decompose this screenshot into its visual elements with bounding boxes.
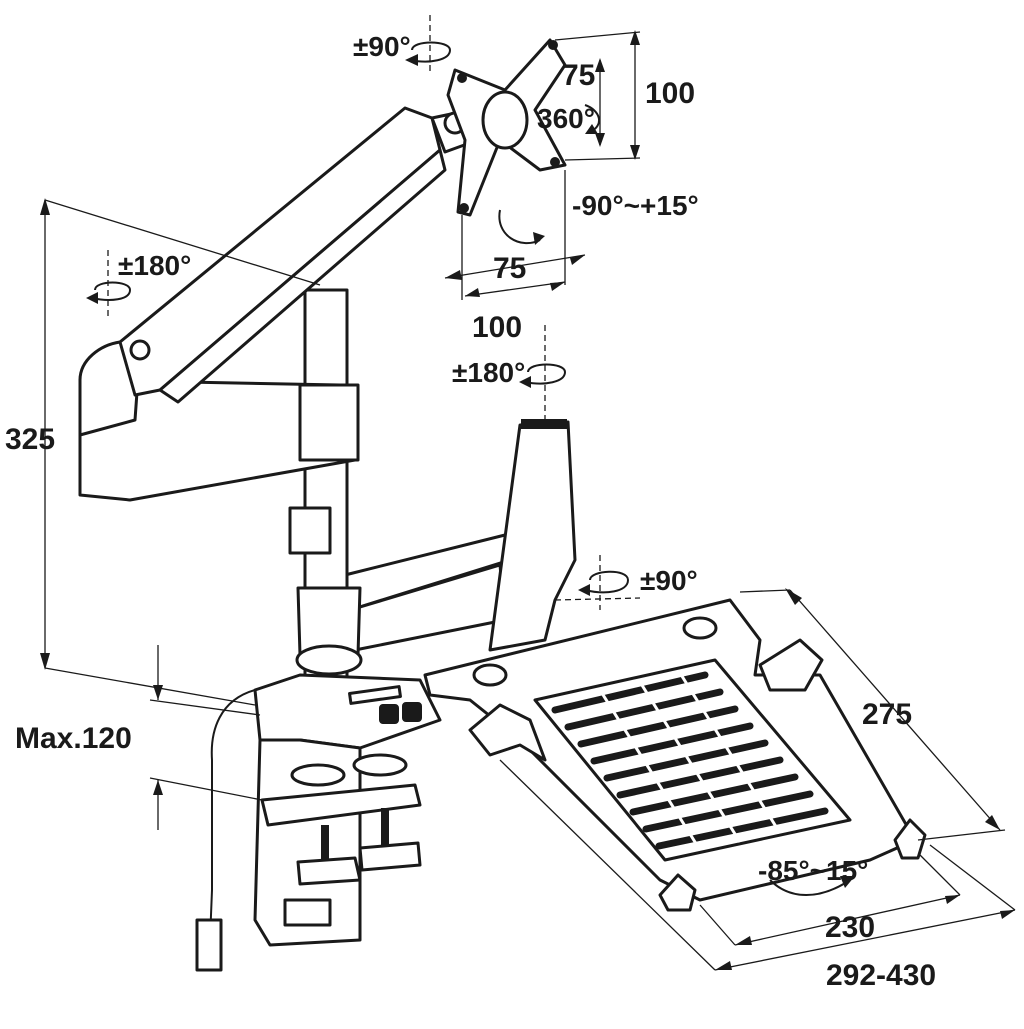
- tray-range-label: 292-430: [826, 959, 936, 992]
- clamp-plate: [260, 783, 422, 827]
- support-pole: [288, 288, 363, 682]
- tray-width-label: 230: [825, 911, 875, 944]
- vesa-small-pitch-v-label: 75: [562, 59, 595, 92]
- tray-arm: [343, 419, 577, 652]
- clamp-knob-right: [358, 841, 422, 872]
- tray-foot-left: [658, 873, 697, 912]
- tray-front-clip: [468, 703, 547, 762]
- dimension-labels: ±90° 75 100 360° -90°~+15° 75 100 ±180° …: [5, 31, 936, 992]
- vesa-large-pitch-v-label: 100: [645, 77, 695, 110]
- arm-swivel-label: ±180°: [118, 250, 191, 281]
- usb-plug: [195, 918, 223, 972]
- tray-foot-right: [893, 818, 927, 860]
- vesa-tilt-label: -90°~+15°: [572, 190, 699, 221]
- tray-rear-clip: [758, 638, 824, 692]
- pole-swivel-label: ±180°: [452, 357, 525, 388]
- clamp-max-label: Max.120: [15, 722, 132, 755]
- tray-rotate-label: ±90°: [640, 565, 698, 596]
- vesa-rotate-label: ±90°: [353, 31, 411, 62]
- tray-depth-label: 275: [862, 698, 912, 731]
- upper-arm: [78, 106, 480, 502]
- vesa-spin-label: 360°: [537, 103, 595, 134]
- vesa-plate: [446, 38, 567, 217]
- arm-height-label: 325: [5, 423, 55, 456]
- laptop-tray: [423, 598, 927, 912]
- clamp-knob-left: [296, 856, 362, 886]
- pole-cable-clip: [288, 506, 332, 555]
- vesa-small-pitch-h-label: 75: [493, 252, 526, 285]
- clamp-base: [195, 673, 442, 972]
- dimension-lines: [40, 30, 1016, 971]
- arm-pole-joint: [298, 383, 360, 462]
- vesa-large-pitch-h-label: 100: [472, 311, 522, 344]
- rotation-indicators: [86, 15, 855, 896]
- tray-tilt-label: -85°~15°: [758, 855, 868, 886]
